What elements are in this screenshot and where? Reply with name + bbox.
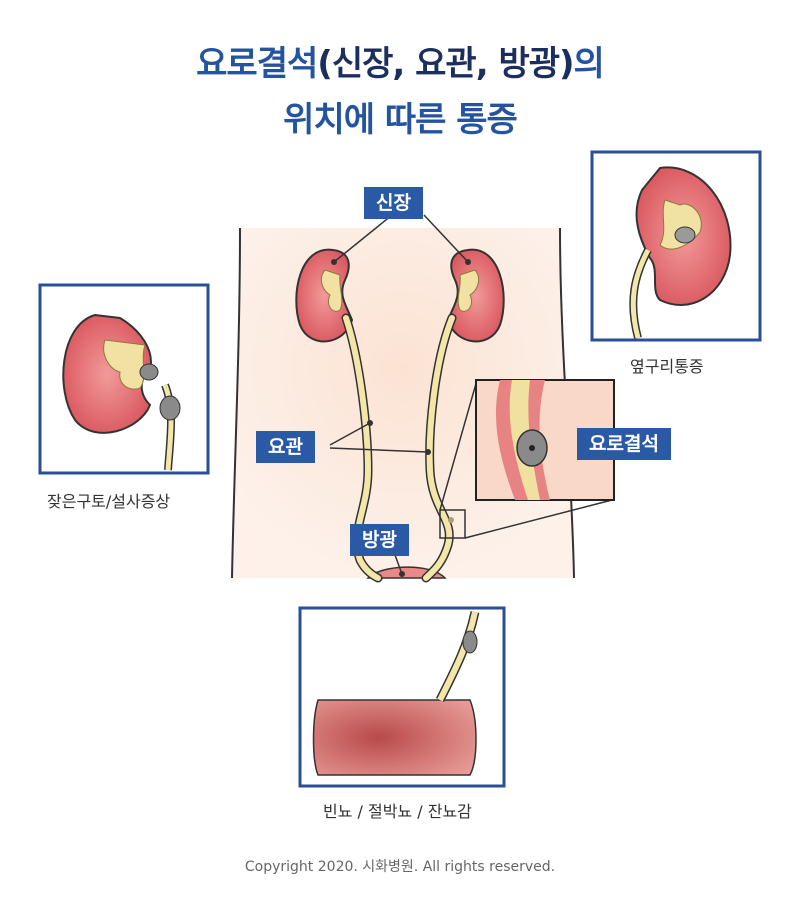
label-stone: 요로결석 [577,428,671,460]
page-title-line2: 위치에 따른 통증 [283,100,518,140]
caption-left-panel: 잦은구토/설사증상 [47,492,171,511]
title-part1: 요로결석 [196,44,318,84]
page-title-line1: 요로결석(신장, 요관, 방광)의 [0,36,800,85]
copyright-text: Copyright 2020. 시화병원. All rights reserve… [244,859,556,875]
caption-bottom-panel: 빈뇨 / 절박뇨 / 잔뇨감 [323,802,472,821]
right-panel [590,150,762,342]
ureters [341,313,457,583]
caption-right-panel: 옆구리통증 [630,357,704,376]
label-kidney: 신장 [364,187,423,219]
bottom-panel [298,606,506,788]
label-bladder: 방광 [350,524,409,556]
right-kidney [446,248,505,343]
title-part3: 의 [573,44,605,84]
label-ureter: 요관 [256,431,315,463]
left-panel [38,283,210,475]
title-part2: (신장, 요관, 방광) [317,44,574,84]
pointer-lines [329,214,613,575]
